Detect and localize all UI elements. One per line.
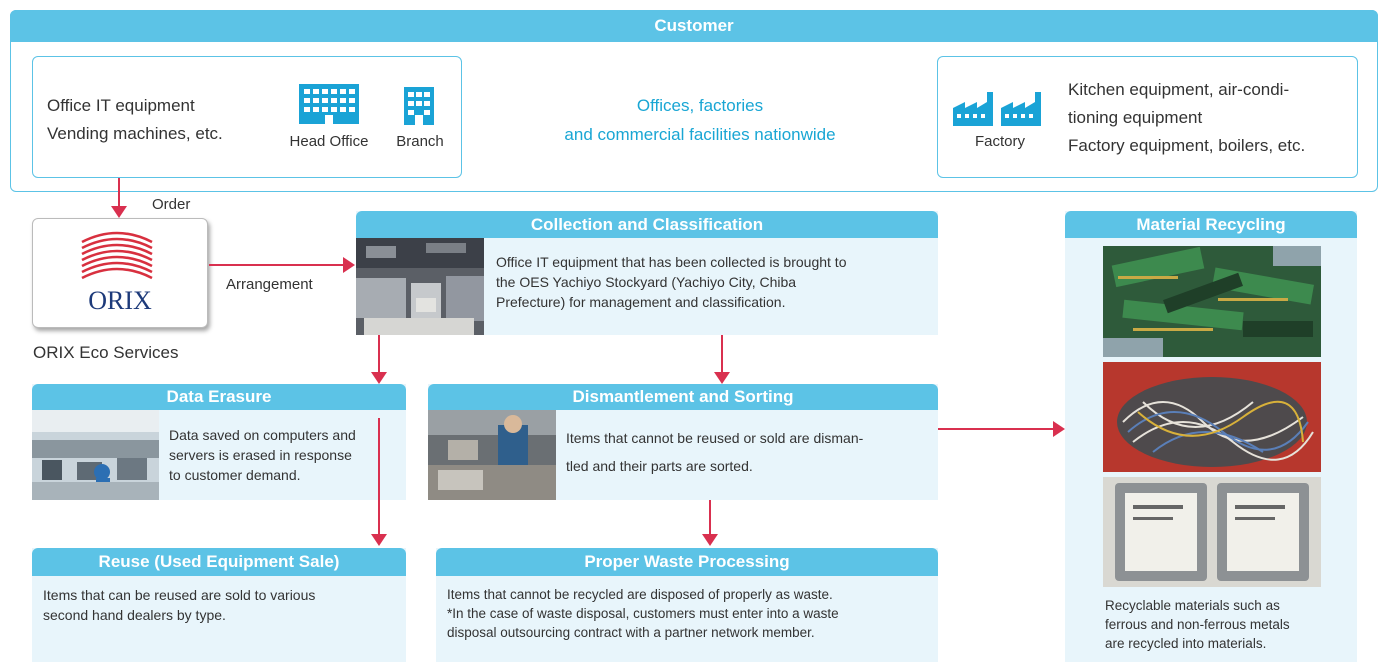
waste-text: Items that cannot be recycled are dispos… — [447, 585, 839, 642]
reuse-text-line: Items that can be reused are sold to var… — [43, 587, 316, 603]
customer-header-label: Customer — [654, 16, 734, 35]
customer-right-line: tioning equipment — [1068, 108, 1203, 127]
branch-label: Branch — [396, 133, 444, 150]
reuse-text: Items that can be reused are sold to var… — [43, 585, 315, 625]
waste-text-line: *In the case of waste disposal, customer… — [447, 606, 839, 621]
erasure-text-line: Data saved on computers and — [169, 427, 356, 443]
cables-photo — [1103, 362, 1321, 472]
customer-left-text: Office IT equipment Vending machines, et… — [47, 92, 223, 148]
collection-text-line: the OES Yachiyo Stockyard (Yachiyo City,… — [496, 274, 797, 290]
reuse-title: Reuse (Used Equipment Sale) — [98, 552, 340, 571]
customer-right-text: Kitchen equipment, air-condi- tioning eq… — [1068, 76, 1305, 160]
waste-text-line: Items that cannot be recycled are dispos… — [447, 587, 833, 602]
arrow-to-waste-line — [709, 500, 711, 536]
erasure-title: Data Erasure — [166, 387, 272, 406]
erasure-text-line: to customer demand. — [169, 467, 301, 483]
customer-right-line: Kitchen equipment, air-condi- — [1068, 80, 1290, 99]
arrow-to-waste-head — [702, 534, 718, 546]
hard-drives-photo — [1103, 477, 1321, 587]
dismantle-text: Items that cannot be reused or sold are … — [566, 424, 863, 480]
dismantle-text-line: tled and their parts are sorted. — [566, 458, 753, 474]
recycling-header: Material Recycling — [1065, 211, 1357, 238]
waste-header: Proper Waste Processing — [436, 548, 938, 576]
circuit-boards-photo — [1103, 246, 1321, 357]
arrow-to-erasure-line — [378, 335, 380, 374]
orix-name: ORIX Eco Services — [33, 343, 179, 362]
customer-right-line: Factory equipment, boilers, etc. — [1068, 136, 1306, 155]
orix-logo-icon — [81, 231, 153, 280]
dismantle-title: Dismantlement and Sorting — [572, 387, 794, 406]
recycling-text: Recyclable materials such as ferrous and… — [1105, 596, 1290, 653]
customer-left-line: Office IT equipment — [47, 96, 195, 115]
recycling-text-line: Recyclable materials such as — [1105, 598, 1280, 613]
collection-text: Office IT equipment that has been collec… — [496, 252, 846, 312]
orix-logo-text: ORIX — [88, 286, 152, 315]
customer-left-box — [32, 56, 462, 178]
arrow-to-reuse-line — [378, 418, 380, 536]
head-office-label: Head Office — [289, 133, 369, 150]
arrow-to-reuse-head — [371, 534, 387, 546]
erasure-text: Data saved on computers and servers is e… — [169, 425, 356, 485]
reuse-text-line: second hand dealers by type. — [43, 607, 226, 623]
dismantle-header: Dismantlement and Sorting — [428, 384, 938, 410]
reuse-header: Reuse (Used Equipment Sale) — [32, 548, 406, 576]
collection-title: Collection and Classification — [530, 215, 764, 234]
branch-icon — [404, 87, 434, 125]
orix-logo-box — [32, 218, 208, 328]
customer-left-line: Vending machines, etc. — [47, 124, 223, 143]
arrow-to-recycling-head — [1053, 421, 1065, 437]
customer-center-line: and commercial facilities nationwide — [564, 125, 836, 144]
collection-text-line: Prefecture) for management and classific… — [496, 294, 786, 310]
customer-center-line: Offices, factories — [636, 96, 764, 115]
erasure-text-line: servers is erased in response — [169, 447, 352, 463]
waste-text-line: disposal outsourcing contract with a par… — [447, 625, 815, 640]
customer-header: Customer — [10, 10, 1378, 42]
lab-photo — [32, 410, 159, 500]
arrow-to-recycling-line — [938, 428, 1055, 430]
recycling-text-line: ferrous and non-ferrous metals — [1105, 617, 1290, 632]
arrow-to-erasure-head — [371, 372, 387, 384]
arrangement-label: Arrangement — [226, 276, 313, 293]
arrangement-arrow-head — [343, 257, 355, 273]
warehouse-photo — [356, 238, 484, 335]
order-arrow-head — [111, 206, 127, 218]
waste-title: Proper Waste Processing — [584, 552, 790, 571]
head-office-icon — [299, 84, 359, 124]
order-arrow-line — [118, 178, 120, 209]
arrow-to-dismantle-line — [721, 335, 723, 374]
arrangement-arrow-line — [209, 264, 346, 266]
collection-text-line: Office IT equipment that has been collec… — [496, 254, 847, 270]
factory-icon — [953, 92, 1041, 126]
dismantle-text-line: Items that cannot be reused or sold are … — [566, 430, 864, 446]
factory-label: Factory — [974, 133, 1025, 150]
arrow-to-dismantle-head — [714, 372, 730, 384]
dismantle-photo — [428, 410, 556, 500]
order-label: Order — [152, 196, 191, 213]
erasure-header: Data Erasure — [32, 384, 406, 410]
recycling-text-line: are recycled into materials. — [1105, 636, 1267, 651]
recycling-title: Material Recycling — [1136, 215, 1286, 234]
customer-center-text: Offices, factories and commercial facili… — [490, 91, 910, 149]
collection-header: Collection and Classification — [356, 211, 938, 238]
